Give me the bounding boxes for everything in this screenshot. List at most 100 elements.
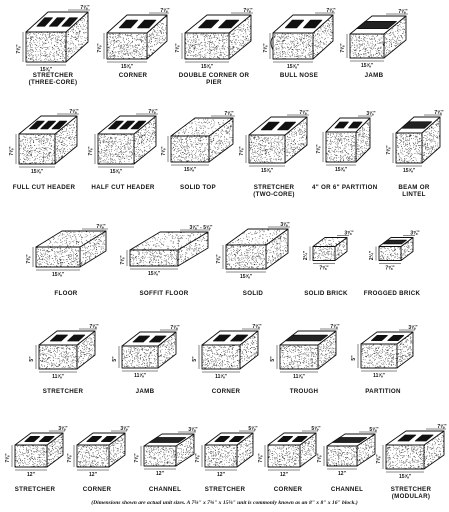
block-sublabel-text: (MODULAR): [391, 493, 431, 500]
depth-dimension-label: 7⅝": [170, 325, 180, 331]
block-label: STRETCHER(THREE-CORE): [14, 72, 92, 86]
height-dimension-label: 7⅝": [376, 454, 382, 464]
height-dimension-label: 2¼": [368, 250, 375, 260]
block-unit-soffit-floor: 7⅝"15⅝"3⅝" - 5⅝"SOFFIT FLOOR: [120, 212, 213, 306]
block-core-hole: [36, 17, 53, 27]
block-label-text: CORNER: [211, 388, 241, 395]
block-unit-jamb: 7⅝"15⅝"7⅝"JAMB: [336, 6, 412, 88]
length-dimension-label: 12": [217, 472, 226, 478]
block-label-text: SOLID TOP: [180, 184, 216, 191]
block-drawing-jamb: 7⅝"15⅝"7⅝": [340, 9, 408, 69]
block-label: CORNER: [98, 72, 168, 79]
length-dimension-label: 15⅝": [261, 168, 274, 174]
stipple-texture: [239, 334, 259, 369]
block-core-hole: [100, 436, 117, 442]
block-core-hole: [49, 334, 68, 342]
depth-dimension-label: 3⅝": [280, 222, 290, 228]
depth-dimension-label: 7⅝": [160, 8, 170, 14]
block-label-text: CORNER: [82, 486, 112, 493]
depth-dimension-label: 3⅝": [58, 426, 68, 432]
block-front-face: [170, 135, 210, 163]
depth-dimension-label: 7⅝": [299, 110, 309, 116]
depth-dimension-label: 7⅝": [330, 324, 340, 330]
block-unit-partition-4: 5"11⅝"3⅝"PARTITION: [346, 316, 420, 404]
block-drawing-corner-5b: 7⅝"12"5⅝": [258, 426, 321, 478]
block-core-hole: [29, 120, 45, 130]
depth-dimension-label: 3⅝": [408, 325, 418, 331]
block-core-hole: [137, 19, 157, 29]
block-label-text: FLOOR: [54, 290, 78, 297]
stipple-texture: [18, 133, 56, 165]
block-front-face: [14, 444, 48, 468]
block-label: JAMB: [110, 388, 180, 395]
block-core-hole: [86, 436, 102, 442]
block-unit-half-cut-header: 7⅝"15⅝"7⅝"HALF CUT HEADER: [88, 100, 158, 200]
stipple-texture: [360, 343, 398, 369]
block-label: STRETCHER: [194, 486, 256, 493]
block-unit-solid-top: 7⅝"15⅝"7⅝"SOLID TOP: [160, 100, 236, 200]
block-label-text: STRETCHER: [32, 72, 74, 79]
block-drawing-corner-4: 5"11⅝"7⅝": [192, 324, 262, 380]
stipple-texture: [228, 16, 252, 58]
block-unit-stretcher-5b: 7⅝"12"5⅝"STRETCHER: [194, 418, 258, 502]
stipple-texture: [383, 18, 407, 57]
block-core-hole: [61, 17, 78, 27]
length-dimension-label: 15⅝": [52, 272, 65, 278]
channel-groove: [382, 239, 407, 245]
height-dimension-label: 5": [29, 356, 35, 362]
length-dimension-label: 15⅝": [110, 169, 123, 175]
length-dimension-label: 15⅝": [361, 63, 374, 69]
channel-groove: [400, 121, 433, 129]
block-core-hole: [130, 120, 147, 130]
block-sublabel-text: PIER: [206, 79, 222, 86]
length-dimension-label: 11⅝": [134, 373, 146, 379]
stipple-texture: [43, 230, 103, 248]
depth-dimension-label: 7⅝": [252, 324, 262, 330]
block-label: 4" OR 6" PARTITION: [312, 184, 377, 191]
length-dimension-label: 12": [89, 472, 98, 478]
stipple-texture: [279, 344, 319, 370]
block-label: STRETCHER: [4, 486, 66, 493]
block-drawing-bull-nose: 7⅝"15⅝"7⅝": [263, 8, 336, 70]
block-core-hole: [198, 19, 220, 29]
block-sublabel-text: (TWO-CORE): [253, 191, 295, 198]
depth-dimension-label: 3⅝": [120, 426, 130, 432]
height-dimension-label: 5": [270, 356, 276, 362]
length-dimension-label: 11⅝": [52, 374, 64, 380]
block-unit-corner-4: 5"11⅝"7⅝" CORNER: [190, 316, 262, 404]
block-top-face: [312, 237, 348, 247]
block-core-hole: [228, 436, 245, 442]
block-label: TROUGH: [268, 388, 340, 395]
block-label-text: STRETCHER: [390, 486, 432, 493]
height-dimension-label: 5": [351, 355, 357, 361]
block-top-face: [121, 331, 177, 347]
depth-dimension-label: 5⅝": [311, 426, 321, 432]
block-unit-solid: 7⅝"15⅝"3⅝"SOLID: [216, 212, 290, 306]
height-dimension-label: 7⅝": [239, 146, 245, 156]
length-dimension-label: 15⅝": [40, 67, 53, 73]
height-dimension-label: 7⅝": [161, 146, 167, 156]
block-front-face: [395, 132, 423, 164]
depth-dimension-label: 3⅝": [188, 427, 198, 433]
block-label: SOFFIT FLOOR: [122, 290, 206, 297]
block-sublabel-text: (THREE-CORE): [28, 79, 78, 86]
block-top-face: [201, 330, 259, 346]
block-label-text: STRETCHER: [14, 486, 56, 493]
block-core-hole: [49, 17, 66, 27]
height-dimension-label: 7⅝": [67, 453, 73, 463]
block-label-text: STRETCHER: [204, 486, 246, 493]
block-label-text: TROUGH: [289, 388, 319, 395]
block-label: PARTITION: [346, 388, 420, 395]
stipple-texture: [97, 133, 135, 165]
stipple-texture: [356, 435, 376, 466]
length-dimension-label: 15⅝": [399, 474, 412, 480]
stipple-texture: [184, 32, 230, 60]
block-label-text: FROGGED BRICK: [363, 290, 421, 297]
block-core-hole: [118, 19, 139, 29]
block-unit-frogged-brick: 2¼"7⅝"3⅝"FROGGED BRICK: [362, 212, 422, 306]
block-core-hole: [291, 436, 308, 442]
depth-dimension-label: 5⅝": [369, 427, 379, 433]
height-dimension-label: 5": [192, 356, 198, 362]
block-unit-bull-nose: 7⅝"15⅝"7⅝"BULL NOSE: [262, 6, 336, 88]
